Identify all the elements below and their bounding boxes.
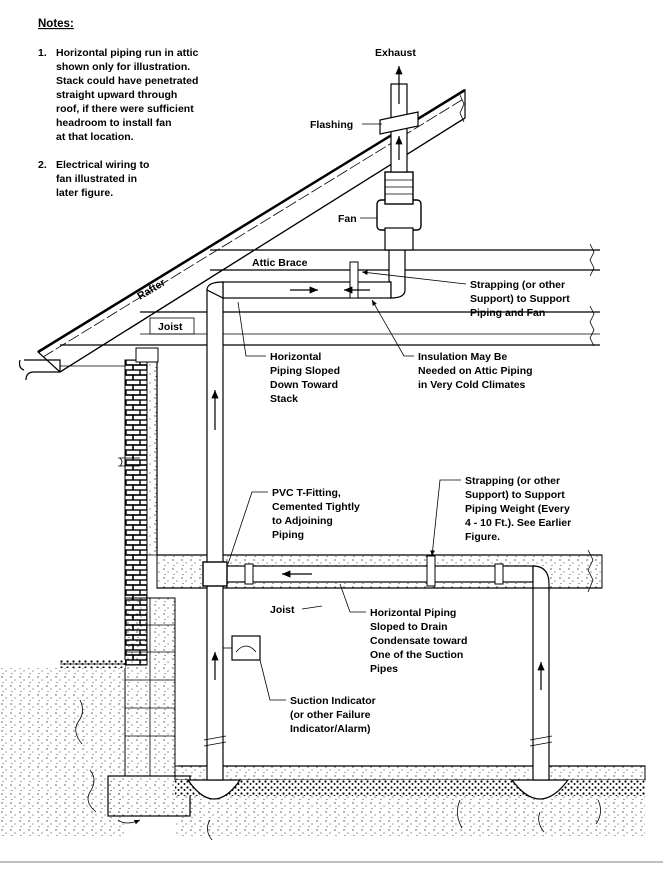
pvc-t-fitting [202,561,228,587]
label-strapping-fan: Piping and Fan [470,307,545,319]
label-strapping-fan: Strapping (or other [470,279,565,291]
label-horizontal-drain: One of the Suction [370,649,463,661]
label-strapping-weight: Support) to Support [465,489,565,501]
label-suction-indicator: Indicator/Alarm) [290,723,371,735]
note-1-line: straight upward through [56,89,177,101]
label-pvc-tee: to Adjoining [272,515,333,527]
label-strapping-fan: Support) to Support [470,293,570,305]
label-flashing: Flashing [310,119,353,131]
label-suction-indicator: (or other Failure [290,709,371,721]
label-fan: Fan [338,213,357,225]
labels: Exhaust Flashing Fan Attic Brace Rafter … [135,47,571,735]
note-1-line: headroom to install fan [56,117,172,129]
label-strapping-weight: Figure. [465,531,500,543]
floor-strap [426,555,436,587]
notes-block: Notes: 1. Horizontal piping run in attic… [38,18,198,199]
label-horizontal-sloped: Stack [270,393,298,405]
ground [0,660,646,841]
note-1-line: Stack could have penetrated [56,75,198,87]
note-1-line: at that location. [56,131,134,143]
note-2-number: 2. [38,159,47,171]
label-exhaust: Exhaust [375,47,416,59]
attic-strap [349,261,359,299]
label-pvc-tee: Piping [272,529,304,541]
label-horizontal-drain: Horizontal Piping [370,607,456,619]
label-horizontal-sloped: Piping Sloped [270,365,340,377]
label-strapping-weight: 4 - 10 Ft.). See Earlier [465,517,571,529]
note-1-number: 1. [38,47,47,59]
vertical-stack [206,289,224,781]
label-joist-upper: Joist [158,321,183,333]
label-insulation: Needed on Attic Piping [418,365,533,377]
label-horizontal-drain: Pipes [370,663,398,675]
note-2-line: fan illustrated in [56,173,137,185]
note-1-line: Horizontal piping run in attic [56,47,198,59]
piping-system [202,66,553,781]
label-horizontal-sloped: Down Toward [270,379,338,391]
label-insulation: in Very Cold Climates [418,379,526,391]
notes-heading: Notes: [38,18,74,30]
label-horizontal-sloped: Horizontal [270,351,321,363]
note-2-line: later figure. [56,187,113,199]
label-horizontal-drain: Sloped to Drain [370,621,448,633]
label-suction-indicator: Suction Indicator [290,695,376,707]
label-strapping-weight: Strapping (or other [465,475,560,487]
note-1-line: shown only for illustration. [56,61,190,73]
suction-indicator [231,635,261,661]
label-joist-lower: Joist [270,604,295,616]
label-horizontal-drain: Condensate toward [370,635,467,647]
label-insulation: Insulation May Be [418,351,507,363]
label-strapping-weight: Piping Weight (Every [465,503,570,515]
label-pvc-tee: Cemented Tightly [272,501,360,513]
note-2-line: Electrical wiring to [56,159,149,171]
label-pvc-tee: PVC T-Fitting, [272,487,341,499]
label-attic-brace: Attic Brace [252,257,308,269]
note-1-line: roof, if there were sufficient [56,103,194,115]
lower-horizontal-pipe [222,565,534,583]
